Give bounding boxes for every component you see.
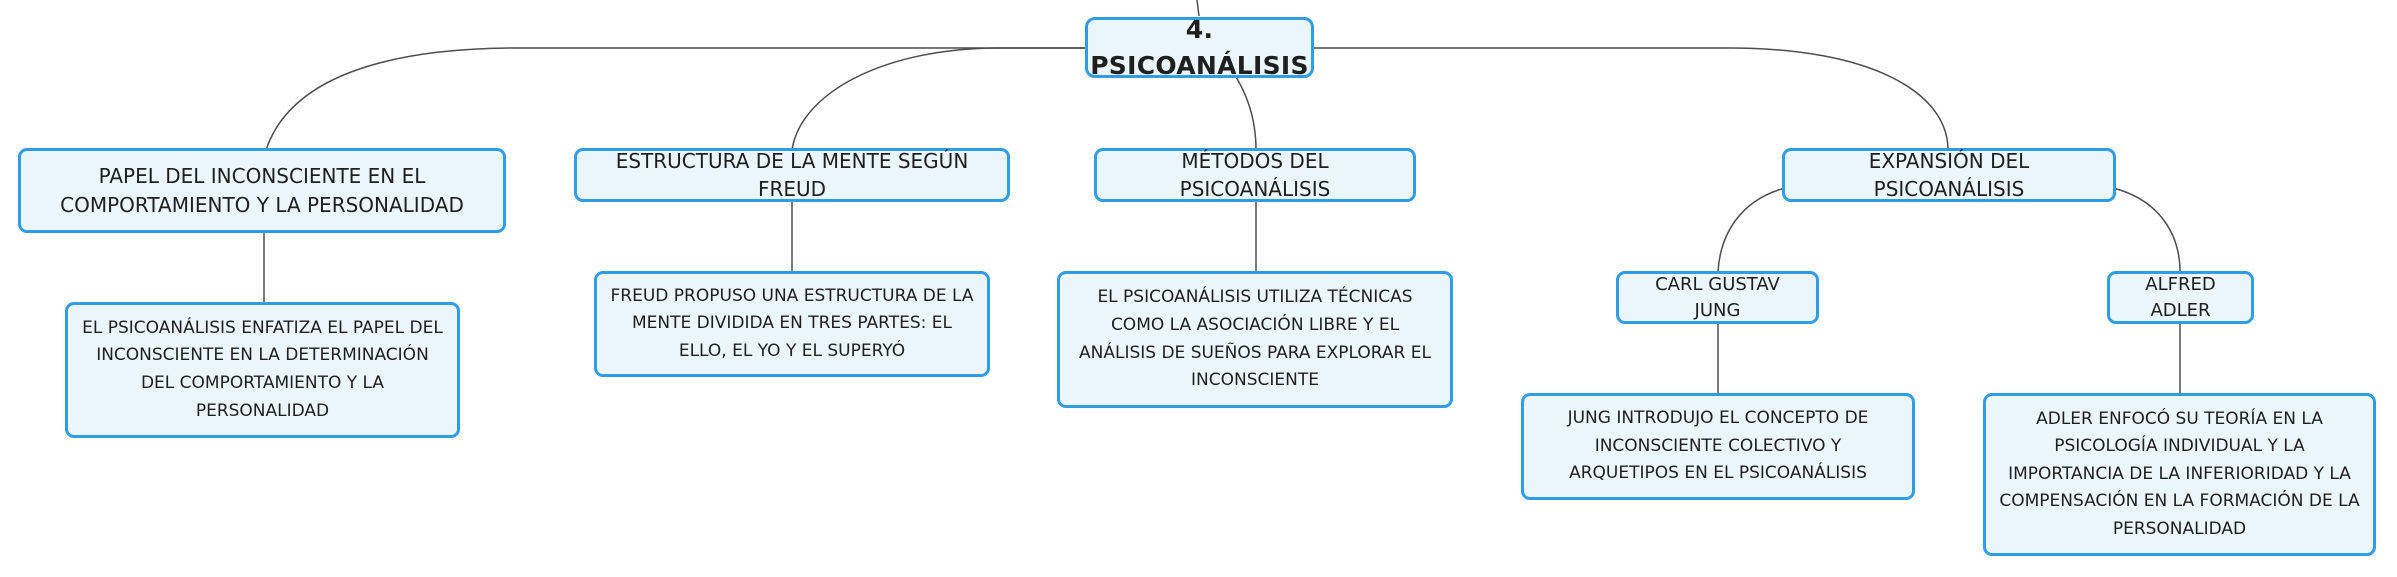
- node-label: ALFRED ADLER: [2145, 273, 2216, 321]
- connector-expansion-adler: [2112, 187, 2181, 273]
- node-label: MÉTODOS DEL PSICOANÁLISIS: [1179, 148, 1331, 201]
- node-jung-detail[interactable]: JUNG INTRODUJO EL CONCEPTO DE INCONSCIEN…: [1521, 393, 1915, 500]
- node-label: EXPANSIÓN DEL PSICOANÁLISIS: [1868, 148, 2030, 201]
- node-label: EL PSICOANÁLISIS UTILIZA TÉCNICAS COMO L…: [1079, 287, 1431, 391]
- node-label: CARL GUSTAV JUNG: [1655, 273, 1780, 321]
- node-estructura-mente-detail[interactable]: FREUD PROPUSO UNA ESTRUCTURA DE LA MENTE…: [594, 271, 990, 377]
- node-expansion[interactable]: EXPANSIÓN DEL PSICOANÁLISIS: [1782, 148, 2116, 202]
- node-metodos-detail[interactable]: EL PSICOANÁLISIS UTILIZA TÉCNICAS COMO L…: [1057, 271, 1453, 408]
- node-adler-detail[interactable]: ADLER ENFOCÓ SU TEORÍA EN LA PSICOLOGÍA …: [1983, 393, 2376, 556]
- connector-root-expansion: [1311, 47, 1949, 151]
- node-adler[interactable]: ALFRED ADLER: [2107, 271, 2254, 324]
- connector-incoming-root: [1196, 0, 1200, 17]
- connector-root-estructura: [791, 47, 1088, 151]
- node-label: EL PSICOANÁLISIS ENFATIZA EL PAPEL DEL I…: [82, 317, 443, 421]
- node-metodos[interactable]: MÉTODOS DEL PSICOANÁLISIS: [1094, 148, 1416, 202]
- node-label: ADLER ENFOCÓ SU TEORÍA EN LA PSICOLOGÍA …: [1999, 408, 2360, 539]
- node-label: JUNG INTRODUJO EL CONCEPTO DE INCONSCIEN…: [1567, 408, 1869, 484]
- node-label: PAPEL DEL INCONSCIENTE EN EL COMPORTAMIE…: [60, 164, 464, 217]
- node-papel-inconsciente[interactable]: PAPEL DEL INCONSCIENTE EN EL COMPORTAMIE…: [18, 148, 506, 233]
- connector-root-papel: [265, 47, 1088, 151]
- connector-expansion-jung: [1717, 187, 1786, 273]
- root-node-label: 4. PSICOANÁLISIS: [1090, 15, 1309, 80]
- connector-root-metodos: [1235, 76, 1257, 151]
- node-label: ESTRUCTURA DE LA MENTE SEGÚN FREUD: [615, 148, 969, 201]
- node-jung[interactable]: CARL GUSTAV JUNG: [1616, 271, 1819, 324]
- node-label: FREUD PROPUSO UNA ESTRUCTURA DE LA MENTE…: [610, 285, 974, 361]
- node-estructura-mente[interactable]: ESTRUCTURA DE LA MENTE SEGÚN FREUD: [574, 148, 1010, 202]
- root-node[interactable]: 4. PSICOANÁLISIS: [1085, 15, 1314, 80]
- node-papel-inconsciente-detail[interactable]: EL PSICOANÁLISIS ENFATIZA EL PAPEL DEL I…: [65, 302, 460, 438]
